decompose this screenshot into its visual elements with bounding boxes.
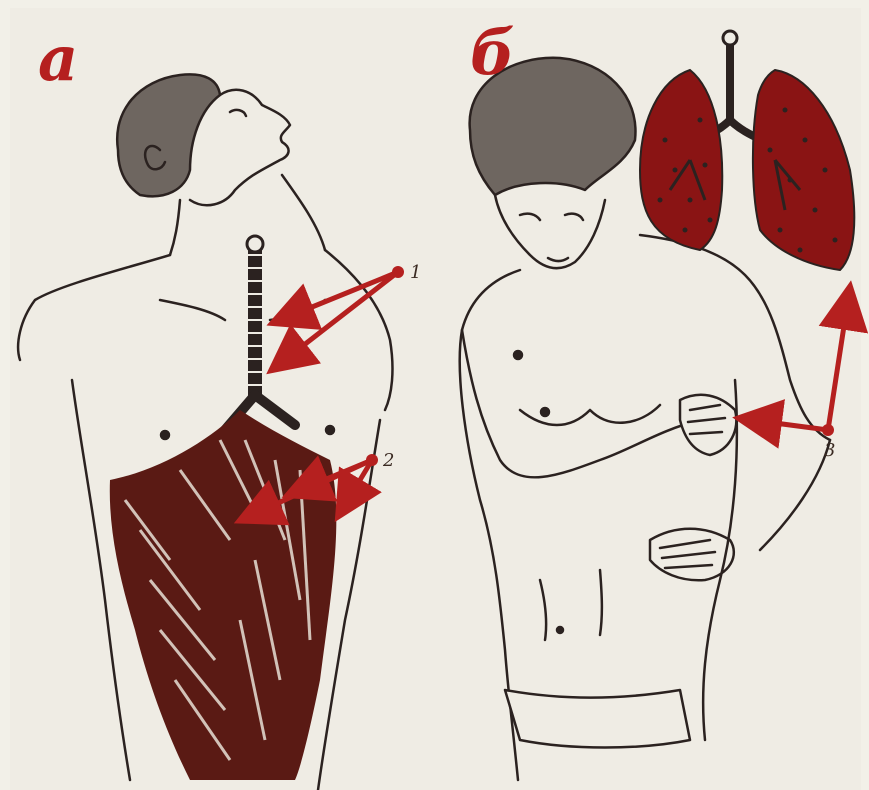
panel-label-a: а bbox=[38, 28, 78, 90]
marker-dots bbox=[366, 266, 834, 466]
marker-label-2: 2 bbox=[383, 450, 394, 471]
lungs bbox=[640, 31, 854, 270]
figure-a-hair bbox=[117, 74, 220, 196]
marker-label-1: 1 bbox=[410, 262, 421, 283]
chest-muscles bbox=[110, 410, 337, 780]
marker-label-3: 3 bbox=[824, 440, 835, 461]
trachea-a bbox=[225, 236, 295, 430]
pointer-arrows bbox=[252, 272, 848, 515]
panel-label-b: б bbox=[470, 22, 515, 84]
figure-b-face bbox=[495, 195, 605, 268]
